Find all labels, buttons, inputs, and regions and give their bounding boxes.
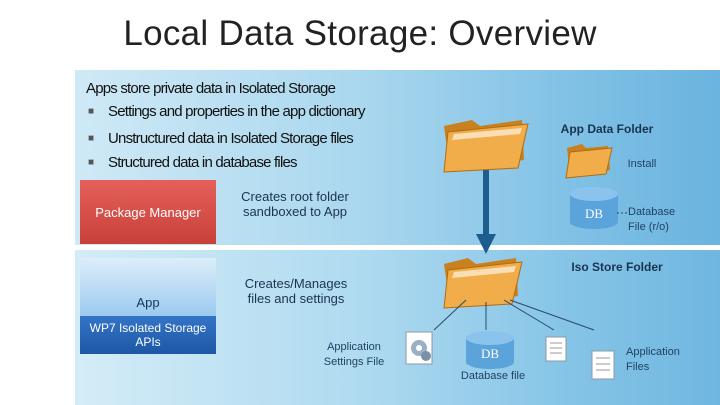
creates-root-label: Creates root folder sandboxed to App <box>241 189 349 219</box>
app-data-folder-label: App Data Folder <box>560 122 654 136</box>
folder-icon <box>443 258 523 309</box>
database-icon <box>570 187 618 229</box>
folder-icon <box>443 120 529 173</box>
wp7-apis-box: WP7 Isolated Storage APIs <box>80 316 216 354</box>
bullet-1: Settings and properties in the app dicti… <box>108 103 365 120</box>
app-box: App <box>80 258 216 316</box>
arrow-down-icon <box>476 170 496 254</box>
folder-icon <box>565 144 613 179</box>
iso-store-folder-label: Iso Store Folder <box>571 260 663 274</box>
db-top-label: DB <box>584 206 604 221</box>
application-files-label: Application Files <box>626 346 680 373</box>
install-label: Install <box>627 158 657 170</box>
creates-manages-label: Creates/Manages files and settings <box>244 276 348 306</box>
slide-title: Local Data Storage: Overview <box>123 14 597 53</box>
bullet-heading: Apps store private data in Isolated Stor… <box>86 80 336 97</box>
application-settings-file-label: Application Settings File <box>323 341 385 368</box>
bullet-marker: ■ <box>88 157 95 168</box>
dotted-connector <box>617 212 627 214</box>
database-file-label: Database file <box>460 370 526 382</box>
bullet-2: Unstructured data in Isolated Storage fi… <box>108 130 354 147</box>
package-manager-label: Package Manager <box>95 204 201 220</box>
connector-lines <box>433 299 595 331</box>
wp7-apis-label: WP7 Isolated Storage APIs <box>89 321 207 349</box>
document-icon <box>591 350 615 380</box>
document-icon <box>545 336 567 362</box>
bullet-marker: ■ <box>88 106 95 117</box>
settings-file-icon <box>405 331 433 365</box>
database-file-ro-label: Database File (r/o) <box>628 206 676 233</box>
bullet-marker: ■ <box>88 133 95 144</box>
db-bottom-label: DB <box>480 346 500 361</box>
database-icon <box>466 331 514 369</box>
app-label: App <box>136 295 160 310</box>
package-manager-box: Package Manager <box>80 180 216 244</box>
bullet-3: Structured data in database files <box>108 154 298 171</box>
